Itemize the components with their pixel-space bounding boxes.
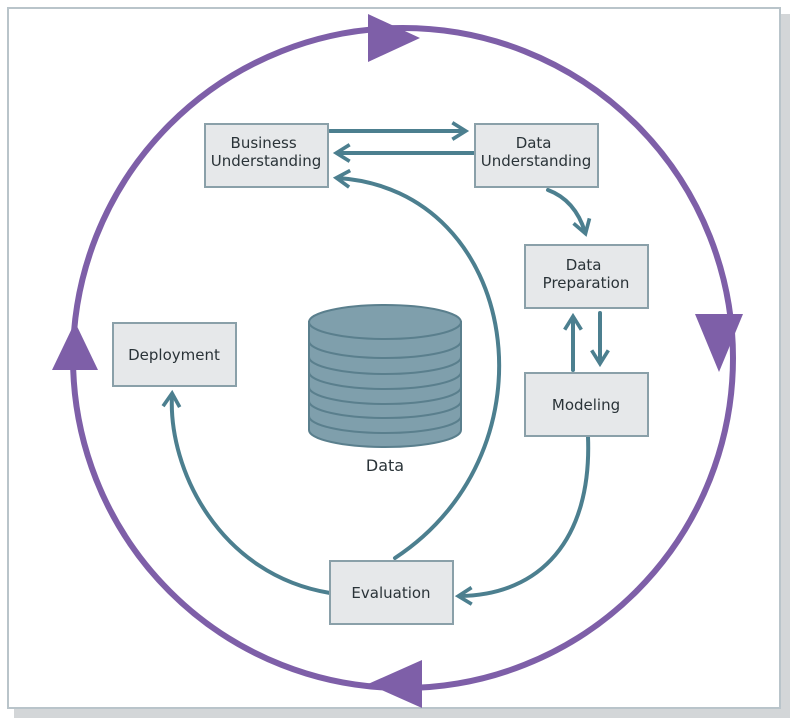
flow-arrows: [161, 121, 610, 606]
outer-cycle-arrow-left: [52, 322, 98, 370]
arrow-data-understanding-to-preparation: [546, 188, 592, 237]
cylinder-disk-lines: [308, 340, 462, 434]
phase-business-understanding-label: Business Understanding: [211, 134, 322, 170]
phase-deployment-label: Deployment: [128, 346, 220, 364]
data-store-cylinder: Data: [308, 304, 462, 475]
phase-modeling-label: Modeling: [552, 396, 620, 414]
phase-evaluation-label: Evaluation: [351, 584, 430, 602]
phase-business-understanding: Business Understanding: [204, 123, 329, 188]
phase-data-understanding: Data Understanding: [474, 123, 599, 188]
arrow-evaluation-to-deployment: [161, 389, 332, 595]
phase-data-preparation: Data Preparation: [524, 244, 649, 309]
outer-cycle-arrow-top: [368, 14, 420, 62]
outer-cycle-arrow-bottom: [368, 660, 422, 708]
phase-evaluation: Evaluation: [329, 560, 454, 625]
arrow-modeling-to-evaluation: [454, 435, 591, 606]
phase-data-preparation-label: Data Preparation: [543, 256, 630, 292]
phase-deployment: Deployment: [112, 322, 237, 387]
phase-modeling: Modeling: [524, 372, 649, 437]
cylinder-top: [308, 304, 462, 340]
outer-cycle-arrow-right: [695, 314, 743, 372]
data-store-label: Data: [366, 456, 404, 475]
phase-data-understanding-label: Data Understanding: [481, 134, 592, 170]
arrow-evaluation-to-business: [332, 168, 502, 560]
